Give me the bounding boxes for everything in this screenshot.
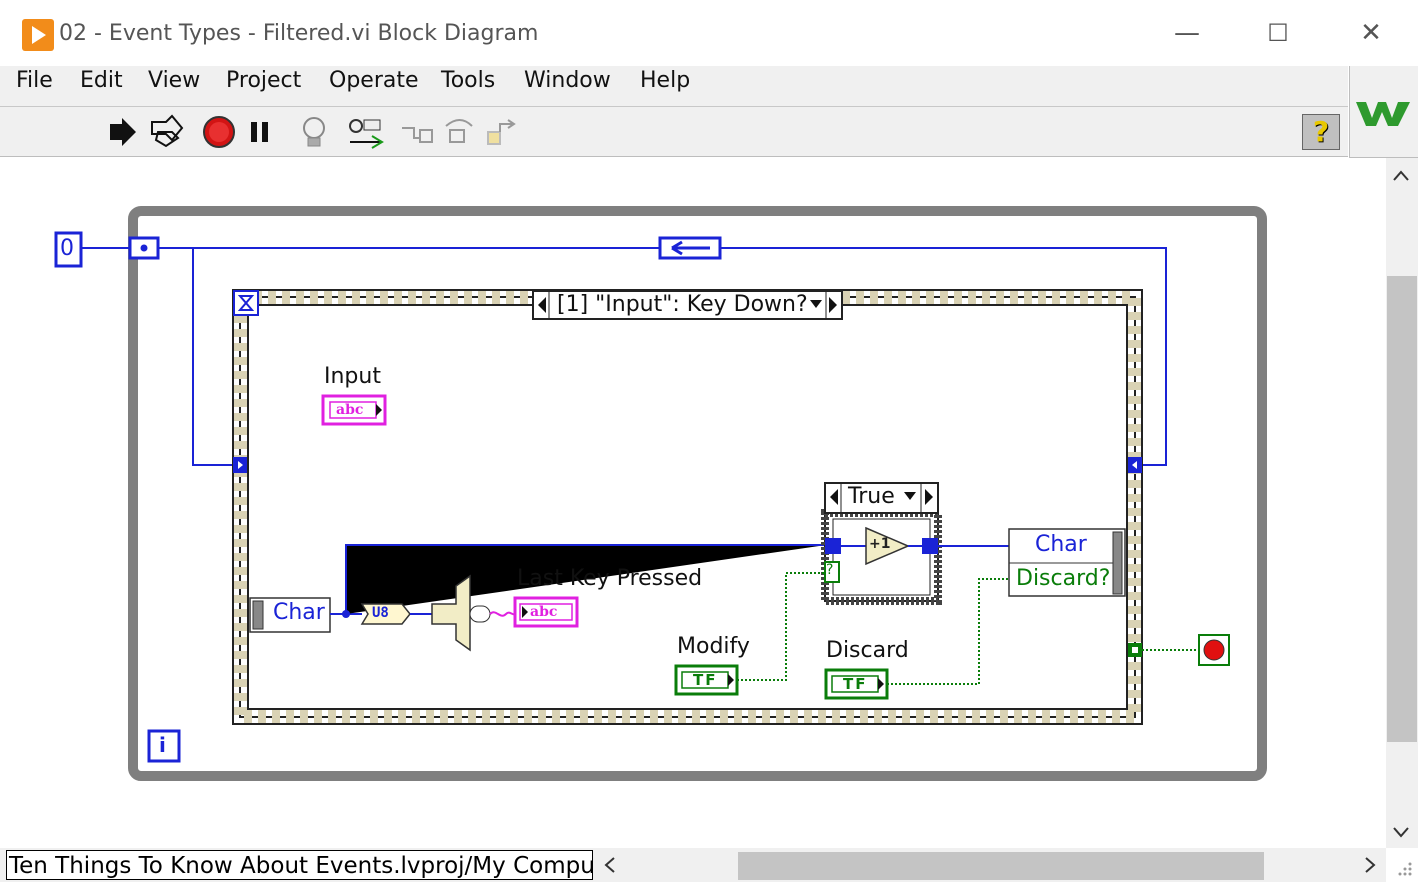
menu-operate[interactable]: Operate	[329, 68, 419, 93]
case-tunnel-out	[922, 538, 938, 554]
init-constant[interactable]	[54, 231, 83, 268]
event-filter-discard-label: Discard?	[1016, 566, 1111, 591]
event-structure[interactable]	[239, 296, 1136, 718]
init-constant-value: 0	[60, 236, 74, 261]
dropdown-arrow-icon[interactable]	[810, 300, 822, 308]
highlight-execution-icon[interactable]	[303, 117, 325, 147]
case-selector-label: True	[848, 484, 895, 509]
input-terminal-text: abc	[336, 402, 364, 418]
increment-text: +1	[869, 536, 891, 552]
input-label: Input	[324, 364, 381, 389]
discard-label: Discard	[826, 638, 909, 663]
arrow-left-icon	[671, 240, 710, 256]
modify-terminal-text: TF	[693, 671, 718, 689]
iteration-terminal	[147, 729, 181, 763]
pause-icon[interactable]	[251, 122, 268, 142]
close-button[interactable]: ✕	[1360, 18, 1382, 48]
retain-wire-values-icon[interactable]	[349, 119, 384, 149]
last-key-terminal-text: abc	[530, 604, 558, 620]
cast-output	[469, 605, 491, 623]
last-key-pressed-label: Last Key Pressed	[517, 566, 703, 591]
title-bar	[0, 0, 1418, 66]
menu-project[interactable]: Project	[226, 68, 302, 93]
case-decrement-icon[interactable]	[830, 489, 838, 505]
resize-grip-icon[interactable]	[1394, 858, 1414, 878]
discard-wire	[887, 578, 1009, 685]
labview-app-icon	[22, 19, 54, 51]
case-selector[interactable]	[824, 482, 939, 514]
toolbar-icons	[110, 114, 516, 149]
scroll-left-icon[interactable]	[600, 854, 620, 876]
increment-node[interactable]	[865, 526, 910, 566]
u8-conversion-node[interactable]	[360, 603, 411, 625]
window-title: 02 - Event Types - Filtered.vi Block Dia…	[59, 21, 539, 46]
char-event-data-label: Char	[273, 600, 325, 625]
event-case-label: [1] "Input": Key Down?	[557, 292, 808, 317]
event-case-selector[interactable]	[532, 290, 843, 320]
type-cast-node[interactable]	[431, 574, 471, 652]
project-path-label: Ten Things To Know About Events.lvproj/M…	[6, 850, 593, 880]
labview-logo-icon	[1356, 102, 1410, 126]
scroll-down-icon[interactable]	[1390, 822, 1412, 842]
decrement-arrow-icon[interactable]	[538, 297, 546, 313]
step-out-icon[interactable]	[487, 119, 516, 145]
scroll-right-icon[interactable]	[1360, 854, 1380, 876]
while-loop-border[interactable]	[128, 206, 1267, 781]
case-selector-terminal[interactable]	[824, 561, 840, 583]
vertical-scroll-thumb[interactable]	[1387, 276, 1417, 742]
run-icon[interactable]	[110, 118, 136, 146]
maximize-button[interactable]: ☐	[1267, 19, 1289, 47]
case-tunnel-in	[825, 538, 841, 554]
block-diagram-canvas[interactable]	[0, 158, 1386, 848]
string-wire	[489, 611, 517, 617]
menu-tools[interactable]: Tools	[441, 68, 496, 93]
modify-wire	[737, 572, 825, 681]
context-help-button[interactable]: ?	[1302, 114, 1340, 150]
menu-bar	[0, 66, 1348, 107]
discard-terminal-text: TF	[843, 675, 868, 693]
case-dropdown-icon[interactable]	[904, 492, 916, 500]
menu-file[interactable]: File	[16, 68, 53, 93]
modify-label: Modify	[677, 634, 750, 659]
menu-help[interactable]: Help	[640, 68, 691, 93]
increment-arrow-icon[interactable]	[829, 297, 837, 313]
scroll-up-icon[interactable]	[1390, 166, 1412, 186]
abort-icon[interactable]	[203, 116, 235, 148]
event-filter-char-label: Char	[1035, 532, 1087, 557]
stop-icon	[1203, 639, 1225, 661]
step-into-icon[interactable]	[402, 127, 433, 143]
logo-area	[1349, 66, 1418, 158]
horizontal-scroll-thumb[interactable]	[738, 852, 1264, 880]
u8-text: U8	[372, 605, 389, 621]
case-increment-icon[interactable]	[925, 489, 933, 505]
menu-view[interactable]: View	[148, 68, 201, 93]
run-continuously-icon[interactable]	[151, 114, 184, 148]
selector-terminal-text: ?	[826, 562, 834, 578]
menu-edit[interactable]: Edit	[80, 68, 123, 93]
iteration-terminal-text: i	[159, 733, 166, 757]
minimize-button[interactable]: —	[1174, 18, 1200, 48]
menu-window[interactable]: Window	[524, 68, 611, 93]
step-over-icon[interactable]	[445, 119, 473, 143]
hourglass-icon	[237, 295, 255, 311]
